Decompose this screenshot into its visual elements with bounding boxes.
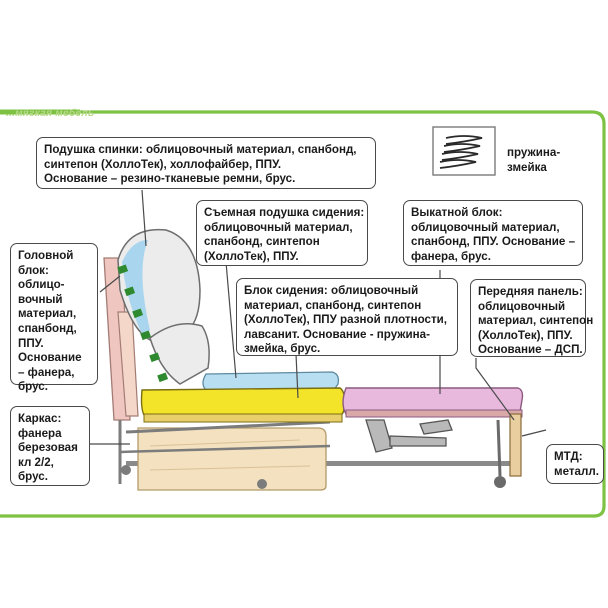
- callout-line: Съемная подушка сидения:: [204, 206, 365, 219]
- callout-line: (ХоллоТек), ППУ разной плотности,: [244, 313, 448, 327]
- frame-rail-1: [125, 420, 331, 434]
- frame-rail-2: [119, 444, 331, 454]
- belt-5: [149, 352, 161, 363]
- callout-removable-cushion: Съемная подушка сидения: облицовочный ма…: [196, 200, 368, 266]
- callout-pull-out-block: Выкатной блок: облицовочный материал, сп…: [403, 200, 583, 266]
- callout-line: блок:: [18, 263, 49, 277]
- leader-removable-cushion: [225, 261, 237, 379]
- legend-line-2: змейка: [507, 160, 547, 174]
- pull-out-block-base: [345, 409, 523, 418]
- callout-seat-block: Блок сидения: облицовочный материал, спа…: [236, 278, 458, 356]
- back-cushion-lower: [149, 323, 210, 385]
- callout-line: облицо-: [18, 278, 65, 292]
- mech-leg: [496, 419, 502, 477]
- callout-line: Головной: [18, 249, 74, 262]
- removable-seat-cushion: [202, 371, 340, 391]
- callout-line: Основание: [18, 351, 82, 365]
- callout-line: (ХоллоТек), ППУ.: [478, 328, 573, 342]
- back-cushion-upper-blue: [122, 240, 150, 334]
- spring-coil-3: [441, 151, 479, 161]
- callout-back-cushion: Подушка спинки: облицовочный материал, с…: [36, 137, 376, 189]
- callout-line: материал, спанбонд, синтепон: [244, 298, 422, 312]
- callout-frame: Каркас: фанера березовая кл 2/2, брус.: [10, 406, 90, 486]
- callout-line: облицовочный материал,: [411, 220, 560, 234]
- mech-link-2: [389, 435, 447, 447]
- caster-right: [494, 476, 506, 488]
- spring-zigzag-icon: [432, 126, 496, 176]
- brand-watermark: ...мягкая мебель: [6, 108, 95, 119]
- callout-line: Основание – резино-тканевые ремни, брус.: [44, 172, 296, 186]
- legend-label: пружина- змейка: [507, 146, 560, 175]
- belt-2: [124, 286, 136, 297]
- callout-line: фанера, брус.: [411, 249, 491, 263]
- seat-block-base: [143, 413, 343, 423]
- callout-line: лавсанит. Основание - пружина-: [244, 327, 430, 341]
- leader-front: [475, 358, 515, 421]
- callout-line: – фанера,: [18, 365, 75, 379]
- callout-line: (ХоллоТек), ППУ.: [204, 249, 299, 263]
- belt-6: [157, 372, 169, 383]
- green-frame-border: [0, 110, 606, 518]
- callout-line: материал, синтепон: [478, 314, 594, 328]
- callout-line: спанбонд, ППУ. Основание –: [411, 235, 576, 249]
- leader-head: [99, 275, 121, 293]
- callout-line: металл.: [554, 464, 599, 478]
- callout-line: Подушка спинки: облицовочный материал, с…: [44, 143, 357, 156]
- mech-link-1: [365, 419, 393, 453]
- plywood-grain: [149, 439, 301, 447]
- pull-out-block: [342, 387, 524, 415]
- front-panel: [509, 413, 522, 477]
- callout-line: вочный: [18, 292, 63, 306]
- caster-mid: [257, 479, 267, 489]
- callout-line: кл 2/2,: [18, 455, 54, 469]
- plywood-base: [137, 427, 327, 491]
- spring-coils: [439, 135, 483, 169]
- callout-line: березовая: [18, 441, 78, 455]
- mech-link-3: [419, 419, 453, 435]
- callout-line: облицовочный материал,: [204, 220, 353, 234]
- callout-mtd: МТД: металл.: [546, 444, 604, 484]
- spring-coil-2: [443, 143, 481, 153]
- back-belts: [117, 264, 169, 383]
- belt-3: [132, 308, 144, 319]
- callout-line: спанбонд, синтепон: [204, 235, 320, 249]
- caster-left: [121, 465, 131, 475]
- callout-line: Передняя панель:: [478, 285, 583, 298]
- callout-line: МТД:: [554, 450, 583, 463]
- belt-1: [117, 264, 129, 275]
- spring-coil-1: [445, 135, 483, 145]
- callout-line: фанера: [18, 426, 62, 440]
- leader-back-cushion: [141, 189, 147, 247]
- callout-line: брус.: [18, 470, 48, 484]
- callout-line: синтепон (ХоллоТек), холлофайбер, ППУ.: [44, 157, 282, 171]
- plywood-grain-2: [149, 465, 311, 471]
- callout-head-block: Головной блок: облицо- вочный материал, …: [10, 243, 98, 393]
- callout-line: облицовочный: [478, 299, 566, 313]
- mechanism: [365, 419, 453, 453]
- legend-line-1: пружина-: [507, 146, 561, 159]
- callout-line: Каркас:: [18, 412, 62, 425]
- leader-mtd: [521, 429, 547, 437]
- callout-line: змейка, брус.: [244, 342, 321, 356]
- callout-line: Основание – ДСП.: [478, 343, 583, 357]
- callout-line: брус.: [18, 380, 48, 394]
- callout-line: Выкатной блок:: [411, 206, 503, 219]
- leader-seat: [295, 353, 299, 399]
- callout-line: Блок сидения: облицовочный: [244, 284, 419, 297]
- callout-line: материал,: [18, 307, 77, 321]
- callout-line: ППУ.: [18, 336, 44, 350]
- callout-front-panel: Передняя панель: облицовочный материал, …: [470, 279, 594, 357]
- callout-line: спанбонд,: [18, 321, 77, 335]
- belt-4: [140, 330, 152, 341]
- spring-coil-4: [439, 159, 477, 169]
